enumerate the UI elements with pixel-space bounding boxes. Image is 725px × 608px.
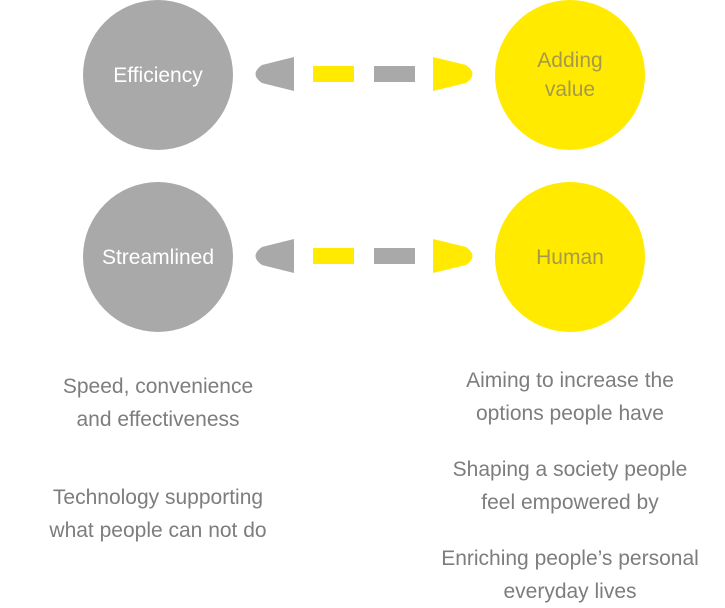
left-description-2: Technology supporting what people can no… <box>49 486 267 542</box>
right-description-3: Enriching people’s personal everyday liv… <box>441 547 699 603</box>
efficiency-label: Efficiency <box>113 63 203 87</box>
connector-row-2 <box>255 239 473 273</box>
dash-gray <box>374 248 415 264</box>
efficiency-circle: Efficiency <box>83 0 233 150</box>
human-circle: Human <box>495 182 645 332</box>
streamlined-circle: Streamlined <box>83 182 233 332</box>
right-description-2: Shaping a society people feel empowered … <box>452 458 688 514</box>
adding-value-label-text: Adding value <box>537 49 603 101</box>
connector-arrows <box>255 57 473 273</box>
connector-row-1 <box>255 57 473 91</box>
adding-value-circle: Human Adding value <box>495 0 645 150</box>
right-arrowhead <box>433 57 473 91</box>
human-label: Human <box>536 245 604 269</box>
dash-yellow <box>313 66 354 82</box>
left-arrowhead <box>255 57 294 91</box>
left-arrowhead <box>255 239 294 273</box>
dash-gray <box>374 66 415 82</box>
left-description-1: Speed, convenience and effectiveness <box>62 375 254 431</box>
right-description-1: Aiming to increase the options people ha… <box>466 369 674 425</box>
right-arrowhead <box>433 239 473 273</box>
dash-yellow <box>313 248 354 264</box>
streamlined-label: Streamlined <box>101 245 215 269</box>
